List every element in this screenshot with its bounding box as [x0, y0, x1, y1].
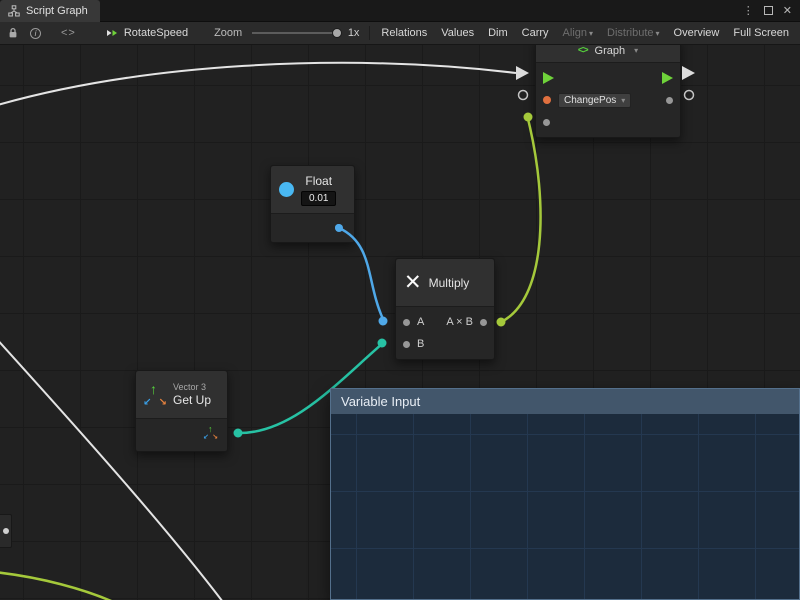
- variable-input-panel[interactable]: Variable Input: [330, 388, 800, 600]
- flow-arrow-out-icon[interactable]: [682, 66, 695, 80]
- close-button[interactable]: ✕: [782, 5, 792, 17]
- values-button[interactable]: Values: [441, 27, 475, 39]
- input-a-label: A: [417, 316, 425, 328]
- object-input-port[interactable]: [543, 96, 551, 104]
- relations-button[interactable]: Relations: [381, 27, 428, 39]
- flow-input-port[interactable]: [543, 72, 554, 84]
- vector3-type-label: Vector 3: [173, 382, 207, 392]
- flow-wire-top: [0, 61, 517, 106]
- fragment-port[interactable]: [3, 528, 9, 534]
- caret-down-icon: ▾: [634, 46, 639, 55]
- full-screen-button[interactable]: Full Screen: [733, 27, 789, 39]
- vector3-get-up-node[interactable]: ↑ ↙ ↘ Vector 3 Get Up ↑ ↙ ↘: [135, 370, 228, 452]
- wire-endpoint[interactable]: [496, 317, 506, 327]
- distribute-button[interactable]: Distribute▾: [607, 27, 660, 39]
- multiply-row-a: A A × B: [396, 311, 494, 333]
- float-output-port[interactable]: [335, 224, 342, 231]
- zoom-slider[interactable]: [252, 27, 343, 39]
- vector3-node-body: ↑ ↙ ↘: [136, 419, 227, 451]
- multiply-row-b: B: [396, 333, 494, 355]
- tab-title: Script Graph: [26, 5, 88, 17]
- vector3-output-port-icon[interactable]: ↑ ↙ ↘: [203, 424, 218, 441]
- script-graph-icon: [8, 5, 20, 17]
- info-icon[interactable]: i: [30, 27, 41, 39]
- float-node-title: Float: [305, 173, 333, 188]
- multiply-node[interactable]: ✕ Multiply A A × B B: [395, 258, 495, 360]
- wire-endpoint[interactable]: [233, 428, 243, 438]
- value-output-port[interactable]: [666, 96, 673, 104]
- code-icon[interactable]: <>: [61, 27, 76, 39]
- graph-name-label[interactable]: RotateSpeed: [123, 27, 189, 39]
- value-input-port[interactable]: [543, 118, 550, 126]
- multiply-node-title: Multiply: [428, 275, 470, 290]
- wire-endpoint[interactable]: [378, 316, 388, 326]
- output-label: A × B: [446, 316, 473, 328]
- caret-down-icon: ▾: [621, 95, 626, 105]
- graph-toolbar: i <> RotateSpeed Zoom 1x Relations Value…: [0, 22, 800, 45]
- variable-input-title: Variable Input: [341, 394, 421, 409]
- edge-node-fragment[interactable]: [0, 514, 12, 548]
- graph-unit-node[interactable]: <> Graph ▾ ChangePos ▾: [535, 38, 681, 138]
- float-type-icon: [279, 182, 294, 197]
- vector3-node-title: Get Up: [173, 393, 212, 407]
- changepos-dropdown[interactable]: ChangePos ▾: [558, 92, 632, 108]
- wire-endpoint[interactable]: [377, 338, 387, 348]
- input-b-label: B: [417, 338, 425, 350]
- align-button[interactable]: Align▾: [562, 27, 594, 39]
- zoom-slider-track[interactable]: [252, 32, 341, 34]
- tab-script-graph[interactable]: Script Graph: [0, 0, 100, 22]
- graph-node-title: Graph: [594, 44, 626, 57]
- toolbar-separator: [369, 26, 371, 40]
- multiply-icon: ✕: [404, 271, 422, 294]
- graph-green-icon: <>: [577, 45, 589, 56]
- float-node[interactable]: Float 0.01: [270, 165, 355, 243]
- float-value-input[interactable]: 0.01: [301, 190, 337, 206]
- multiply-node-header[interactable]: ✕ Multiply: [396, 259, 494, 307]
- kebab-menu-icon[interactable]: ⋮: [742, 5, 754, 17]
- dim-button[interactable]: Dim: [488, 27, 508, 39]
- changepos-port-row: ChangePos ▾: [536, 89, 680, 111]
- multiply-to-graph-wire: [500, 118, 542, 324]
- changepos-dropdown-value: ChangePos: [564, 94, 617, 106]
- value-port-row: [536, 111, 680, 133]
- input-a-port[interactable]: [403, 318, 410, 326]
- flow-arrow-in-icon[interactable]: [516, 66, 529, 80]
- variable-input-header[interactable]: Variable Input: [331, 389, 799, 414]
- graph-node-body: ChangePos ▾: [536, 63, 680, 137]
- float-node-header[interactable]: Float 0.01: [271, 166, 354, 214]
- wire-endpoint[interactable]: [523, 112, 533, 122]
- zoom-value: 1x: [347, 27, 360, 39]
- overview-button[interactable]: Overview: [673, 27, 720, 39]
- caret-down-icon: ▾: [655, 29, 660, 38]
- output-port[interactable]: [480, 318, 487, 326]
- lock-icon[interactable]: [8, 27, 18, 39]
- variable-input-body[interactable]: [331, 414, 799, 599]
- caret-down-icon: ▾: [589, 29, 594, 38]
- vector3-node-header[interactable]: ↑ ↙ ↘ Vector 3 Get Up: [136, 371, 227, 419]
- float-node-body: [271, 214, 354, 242]
- unconnected-port-ring[interactable]: [683, 89, 695, 101]
- flow-output-port[interactable]: [662, 72, 673, 84]
- flow-port-row: [536, 67, 680, 89]
- graph-asset-icon: [106, 28, 118, 38]
- window-controls: ⋮ ✕: [743, 0, 800, 21]
- maximize-button[interactable]: [763, 6, 773, 15]
- value-wire-bottom-left: [0, 571, 112, 600]
- zoom-label: Zoom: [214, 27, 243, 39]
- unconnected-port-ring[interactable]: [517, 89, 529, 101]
- input-b-port[interactable]: [403, 340, 410, 348]
- title-bar: Script Graph ⋮ ✕: [0, 0, 800, 22]
- zoom-slider-handle[interactable]: [332, 28, 343, 38]
- multiply-node-body: A A × B B: [396, 307, 494, 359]
- carry-button[interactable]: Carry: [521, 27, 549, 39]
- vector3-icon: ↑ ↙ ↘: [143, 380, 167, 408]
